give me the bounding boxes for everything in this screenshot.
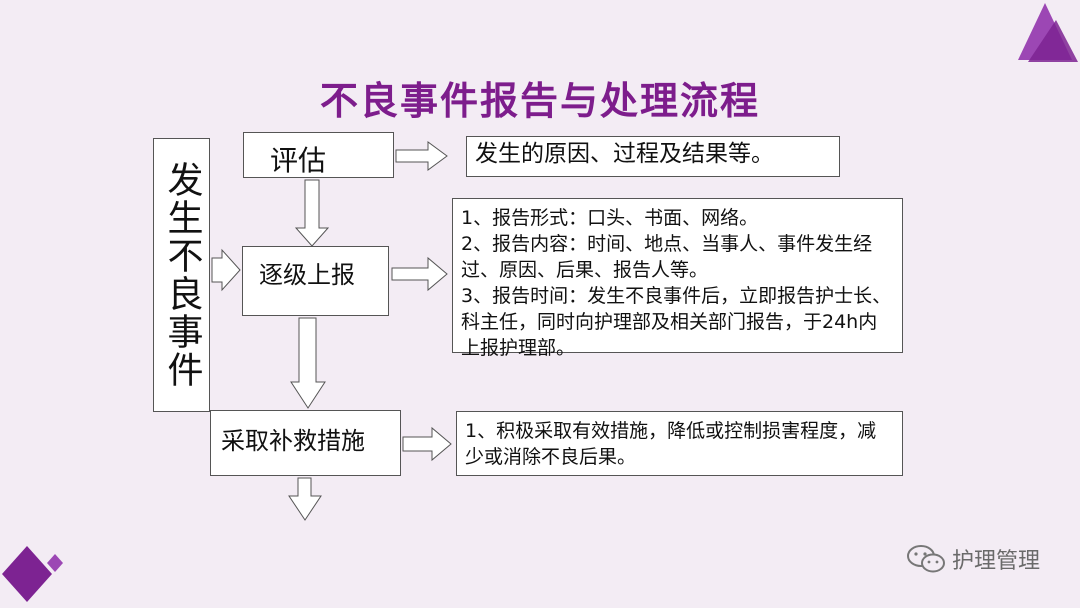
report-note-box: 1、报告形式：口头、书面、网络。 2、报告内容：时间、地点、当事人、事件发生经过…	[452, 198, 903, 359]
arrow-remedy-down	[288, 477, 322, 521]
bottom-left-diamond	[2, 546, 52, 602]
arrow-report-to-note	[391, 256, 448, 292]
bottom-left-diamond-small	[47, 554, 63, 572]
arrow-event-to-report	[211, 248, 241, 292]
remedy-note-box: 1、积极采取有效措施，降低或控制损害程度，减 少或消除不良后果。	[456, 411, 903, 476]
arrow-assess-to-note	[395, 141, 448, 171]
watermark: 护理管理	[906, 543, 1040, 575]
wechat-icon	[906, 545, 945, 573]
assess-note: 发生的原因、过程及结果等。	[475, 141, 774, 167]
step-report-box: 逐级上报	[242, 246, 389, 316]
assess-note-box: 发生的原因、过程及结果等。	[466, 136, 840, 177]
report-note: 1、报告形式：口头、书面、网络。 2、报告内容：时间、地点、当事人、事件发生经过…	[461, 207, 892, 359]
arrow-assess-down	[294, 179, 330, 247]
top-right-triangle-overlay	[1028, 20, 1078, 62]
arrow-remedy-to-note	[402, 426, 452, 462]
remedy-note: 1、积极采取有效措施，降低或控制损害程度，减 少或消除不良后果。	[465, 420, 877, 468]
step-assess-box: 评估	[243, 132, 394, 178]
step-report-label: 逐级上报	[259, 261, 355, 289]
watermark-text: 护理管理	[951, 549, 1040, 574]
step-remedy-label: 采取补救措施	[221, 427, 365, 455]
page-title: 不良事件报告与处理流程	[319, 79, 760, 123]
event-occurred-box: 发生不良事件	[153, 138, 210, 412]
event-occurred-label: 发生不良事件	[161, 161, 203, 389]
step-assess-label: 评估	[270, 144, 327, 177]
step-remedy-box: 采取补救措施	[210, 410, 401, 476]
arrow-report-down	[290, 317, 326, 409]
